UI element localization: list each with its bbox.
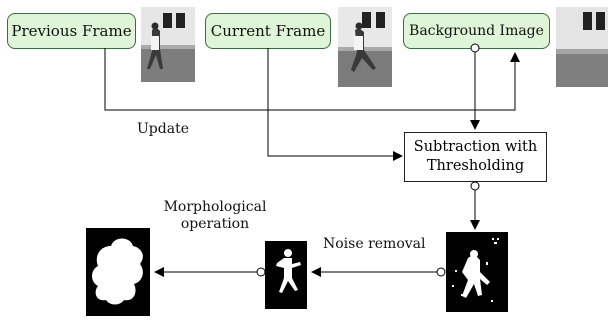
- subtraction-line2: Thresholding: [426, 158, 525, 174]
- background-output-port: [470, 43, 480, 53]
- thresholded-mask-image: [446, 232, 508, 312]
- subtraction-line1: Subtraction with: [413, 139, 538, 155]
- background-image-label: Background Image: [409, 23, 544, 39]
- denoised-silhouette-image: [265, 241, 307, 309]
- update-arrow: [104, 48, 520, 111]
- previous-frame-box: Previous Frame: [7, 13, 136, 49]
- update-label: Update: [137, 121, 189, 137]
- subtraction-thresholding-box: Subtraction with Thresholding: [404, 132, 547, 182]
- background-image-box: Background Image: [403, 13, 550, 49]
- denoised-output-port: [256, 267, 266, 277]
- current-to-subtraction-arrow: [267, 48, 403, 161]
- current-frame-label: Current Frame: [210, 22, 326, 40]
- morph-line1: Morphological: [163, 199, 267, 215]
- subtraction-output-port: [470, 181, 480, 191]
- previous-frame-thumbnail: [141, 7, 195, 82]
- previous-frame-label: Previous Frame: [11, 22, 132, 40]
- noise-removal-label: Noise removal: [323, 236, 426, 252]
- background-image-thumbnail: [556, 7, 608, 87]
- current-frame-thumbnail: [338, 7, 392, 87]
- morph-line2: operation: [180, 216, 250, 232]
- morphological-operation-label: Morphological operation: [150, 199, 280, 233]
- mask-output-port: [436, 267, 446, 277]
- morphological-result-image: [86, 228, 150, 316]
